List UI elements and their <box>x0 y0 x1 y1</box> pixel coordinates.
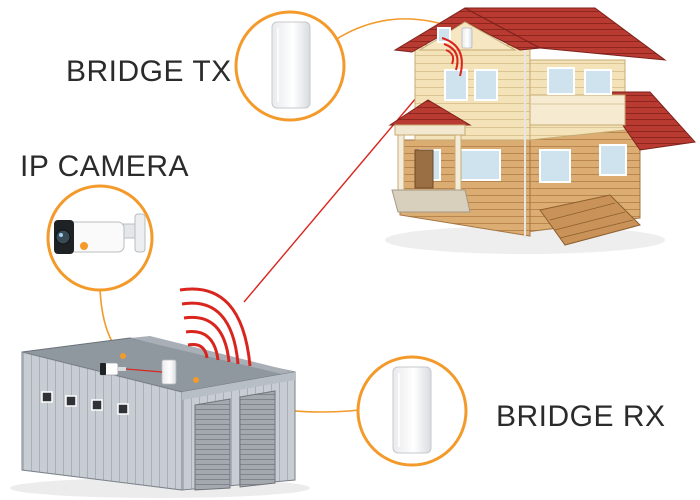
house-illustration <box>385 7 696 254</box>
bridge-device-icon <box>271 21 311 109</box>
ip-camera-label: IP CAMERA <box>20 150 189 183</box>
bridge-rx-callout <box>356 355 468 467</box>
ip-camera-icon <box>54 213 146 254</box>
tx-signal-icon <box>441 37 463 77</box>
camera-mounted-icon <box>99 362 126 376</box>
bridge-rx-mounted-icon <box>161 359 177 385</box>
ip-camera-callout <box>46 184 154 292</box>
rx-signal-icon <box>179 287 252 367</box>
bridge-tx-callout <box>234 10 346 122</box>
bridge-tx-mounted-icon <box>461 27 473 49</box>
bridge-tx-label: BRIDGE TX <box>66 55 232 88</box>
wireless-link-line <box>243 71 439 303</box>
bridge-rx-label: BRIDGE RX <box>496 400 666 433</box>
warehouse-illustration <box>10 336 310 498</box>
bridge-device-icon <box>392 366 432 454</box>
